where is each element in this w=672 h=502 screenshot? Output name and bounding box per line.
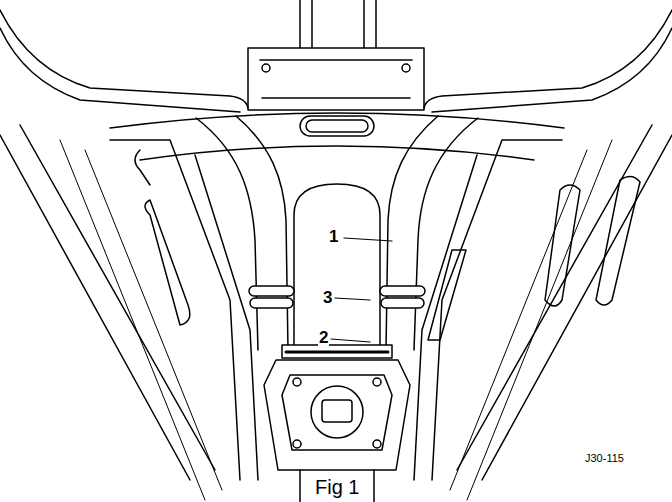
slot xyxy=(306,120,368,132)
bolt xyxy=(293,440,301,448)
side-rail xyxy=(0,135,190,480)
differential xyxy=(264,360,410,470)
figure-caption: Fig 1 xyxy=(312,476,362,498)
crossmember-plate xyxy=(248,48,424,110)
brake-line xyxy=(450,140,612,500)
bolt xyxy=(293,378,301,386)
mounting-bracket xyxy=(286,351,388,354)
leader-line xyxy=(331,339,370,342)
figure-code: J30-115 xyxy=(584,452,625,464)
floor-panel xyxy=(0,28,240,112)
differential xyxy=(282,375,392,450)
oval-slot xyxy=(428,250,466,340)
bolt xyxy=(373,440,381,448)
side-rail xyxy=(20,125,215,470)
side-rail xyxy=(457,125,652,470)
bolt xyxy=(262,64,270,72)
side-rail xyxy=(414,155,477,480)
side-rail xyxy=(432,140,562,480)
bolt xyxy=(373,378,381,386)
exhaust-pipe xyxy=(236,116,288,350)
exhaust-pipe xyxy=(196,118,258,350)
oval-slot xyxy=(545,185,580,306)
plate-edge xyxy=(260,60,412,98)
side-rail xyxy=(482,135,672,480)
floor-panel xyxy=(0,10,248,108)
floor-panel xyxy=(424,10,672,108)
cross-band xyxy=(140,146,534,160)
brake-line xyxy=(60,140,222,500)
callout-number: 2 xyxy=(318,329,329,348)
pipe-clamp xyxy=(250,298,293,308)
callout-number: 1 xyxy=(328,228,339,247)
exhaust-pipe xyxy=(386,116,438,350)
pipe-clamp xyxy=(249,286,294,296)
tunnel xyxy=(300,0,376,48)
pipe-clamp xyxy=(380,286,425,296)
side-rail xyxy=(195,155,258,480)
callout-number: 3 xyxy=(322,289,333,308)
heat-shield xyxy=(294,184,380,350)
leader-line xyxy=(344,238,392,241)
bracket xyxy=(135,150,150,185)
exhaust-pipe xyxy=(414,118,478,350)
mounting-bracket xyxy=(282,345,392,358)
driveshaft xyxy=(300,470,374,502)
flange xyxy=(322,400,352,422)
bolt xyxy=(402,64,410,72)
pipe-clamp xyxy=(381,298,424,308)
leader-line xyxy=(335,298,370,300)
oval-slot xyxy=(145,200,190,325)
flange xyxy=(311,386,363,438)
oval-slot xyxy=(596,176,640,305)
floor-panel xyxy=(432,28,672,112)
side-rail xyxy=(110,140,240,480)
slot xyxy=(300,116,374,136)
